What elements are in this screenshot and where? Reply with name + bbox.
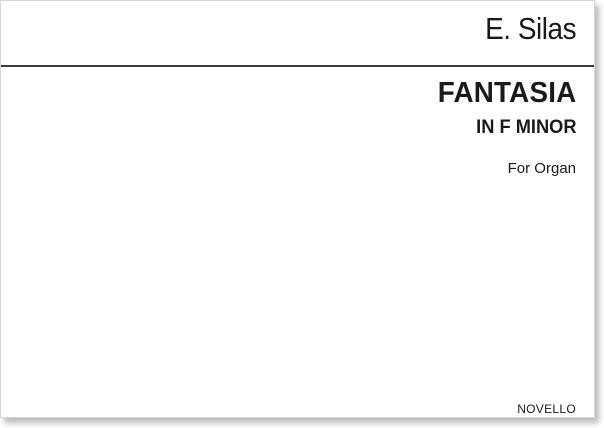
publisher-name: NOVELLO xyxy=(517,402,576,416)
composer-name: E. Silas xyxy=(485,11,576,46)
instrumentation: For Organ xyxy=(507,160,576,177)
work-title: FANTASIA xyxy=(437,77,576,109)
header-rule xyxy=(1,65,594,67)
score-cover: E. Silas FANTASIA IN F MINOR For Organ N… xyxy=(0,0,595,418)
work-key: IN F MINOR xyxy=(475,117,576,138)
